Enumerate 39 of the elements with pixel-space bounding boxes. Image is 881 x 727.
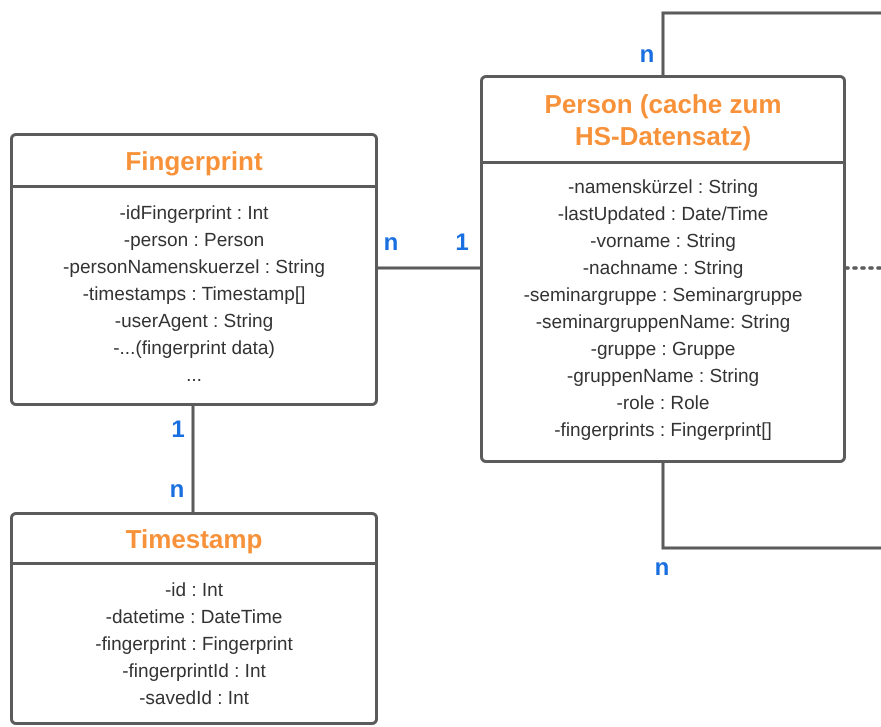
- connector-line: [378, 266, 480, 270]
- attribute-text: -lastUpdated : Date/Time: [558, 203, 768, 227]
- attribute-text: -vorname : String: [590, 230, 736, 254]
- attribute-text: -fingerprint : Fingerprint: [95, 633, 293, 657]
- class-name: Timestamp: [126, 522, 262, 554]
- cardinality-label: n: [654, 555, 670, 581]
- attribute-text: -namenskürzel : String: [568, 176, 758, 200]
- attribute-text: -idFingerprint : Int: [120, 202, 268, 226]
- attribute-text: ...: [186, 364, 202, 388]
- connector-line: [662, 12, 881, 75]
- attribute-text: -...(fingerprint data): [113, 337, 275, 361]
- attribute-text: -person : Person: [124, 229, 264, 253]
- dotted-connector: [844, 266, 881, 270]
- cardinality-label: n: [640, 42, 654, 68]
- attribute-text: -personNamenskuerzel : String: [63, 256, 325, 280]
- attribute-text: -savedId : Int: [139, 687, 249, 711]
- class-box: [10, 512, 378, 725]
- cardinality-label: 1: [171, 417, 185, 443]
- attribute-text: -role : Role: [616, 392, 710, 416]
- attribute-text: -gruppenName : String: [566, 365, 760, 389]
- class-box: [10, 133, 378, 406]
- attribute-text: -fingerprintId : Int: [122, 660, 266, 684]
- attribute-text: -timestamps : Timestamp[]: [82, 283, 306, 307]
- cardinality-label: n: [384, 230, 398, 256]
- attribute-text: -id : Int: [164, 579, 224, 603]
- class-name: Fingerprint: [125, 144, 263, 176]
- class-box: [480, 75, 846, 463]
- cardinality-label: 1: [455, 230, 469, 256]
- attribute-text: -gruppe : Gruppe: [590, 338, 736, 362]
- connector-line: [192, 406, 194, 512]
- attribute-text: -fingerprints : Fingerprint[]: [554, 419, 772, 443]
- attribute-text: -nachname : String: [582, 257, 744, 281]
- cardinality-label: n: [170, 477, 184, 503]
- class-name: Person (cache zum HS-Datensatz): [544, 88, 782, 152]
- attribute-text: -seminargruppe : Seminargruppe: [524, 284, 802, 308]
- connector-line: [662, 463, 881, 550]
- attribute-text: -userAgent : String: [114, 310, 274, 334]
- attribute-text: -datetime : DateTime: [106, 606, 282, 630]
- attribute-text: -seminargruppenName: String: [536, 311, 790, 335]
